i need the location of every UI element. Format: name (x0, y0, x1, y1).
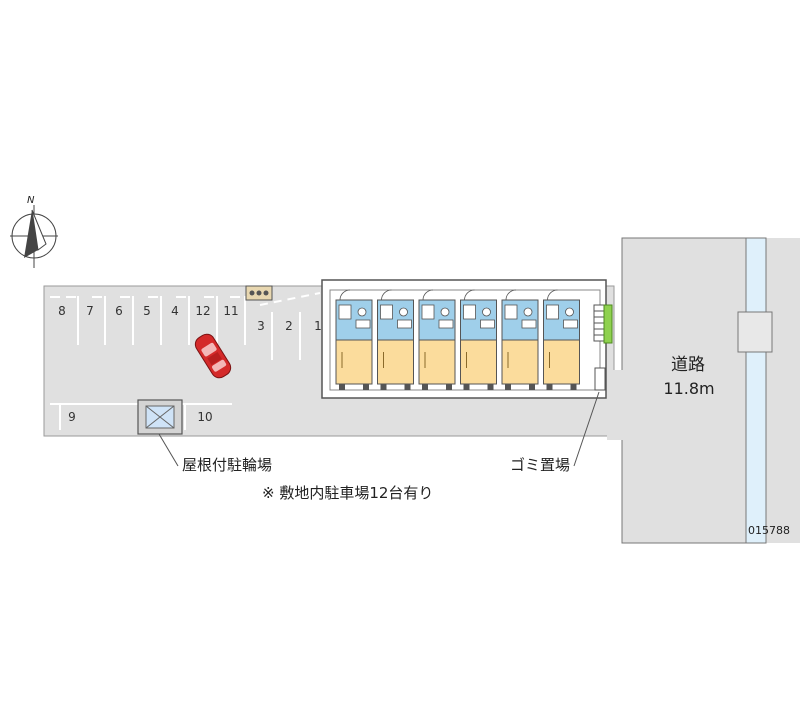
parking-space-4: 4 (171, 304, 179, 318)
balcony-post (380, 384, 387, 390)
apartment-units (335, 289, 580, 390)
balcony-post (463, 384, 470, 390)
garbage-area (594, 367, 606, 391)
living-room (377, 339, 414, 385)
living-room (418, 339, 456, 385)
covered-bicycle-parking (137, 399, 183, 435)
apartment-building (321, 279, 613, 399)
balcony-post (570, 384, 577, 390)
sidewalk (745, 237, 767, 544)
road-width-label: 11.8m (663, 379, 714, 398)
garbage-area-leader (573, 391, 600, 467)
kitchen-fixture (397, 319, 412, 329)
living-room (335, 339, 373, 385)
parking-space-2: 2 (285, 319, 293, 333)
road: 道路 11.8m (621, 237, 800, 544)
door-arc (339, 289, 351, 301)
door-arc (422, 289, 434, 301)
parking-note: ※ 敷地内駐車場12台有り (262, 484, 433, 502)
garbage-area-label: ゴミ置場 (510, 456, 570, 474)
door-arc (547, 289, 558, 301)
bath-fixture (463, 304, 476, 320)
bath-fixture (421, 304, 435, 320)
kitchen-fixture (438, 319, 454, 329)
balcony-post (404, 384, 411, 390)
apartment-unit (377, 289, 414, 390)
bicycle-rack-icon (245, 285, 273, 301)
parking-space-3: 3 (257, 319, 265, 333)
car-icon (194, 333, 232, 379)
balcony-post (446, 384, 452, 390)
kitchen-fixture (563, 319, 578, 329)
balcony-post (505, 384, 511, 390)
compass-needle (24, 210, 38, 258)
balcony-post (422, 384, 428, 390)
bicycle-parking-label: 屋根付駐輪場 (182, 456, 272, 474)
living-room (460, 339, 497, 385)
road-name-label: 道路 (671, 355, 705, 375)
bath-fixture (338, 304, 352, 320)
bath-fixture (546, 304, 559, 320)
apartment-unit (418, 289, 456, 390)
parking-space-11: 11 (223, 304, 238, 318)
parking-numbers: 8 7 6 5 4 12 11 3 2 1 9 10 (58, 304, 322, 424)
parking-space-9: 9 (68, 410, 76, 424)
toilet-fixture (482, 307, 491, 317)
parking-space-8: 8 (58, 304, 66, 318)
door-arc (464, 289, 475, 301)
living-room (543, 339, 580, 385)
parking-space-7: 7 (86, 304, 94, 318)
map-id: 015788 (748, 524, 790, 537)
parking-markings-top (50, 292, 321, 360)
door-arc (505, 289, 517, 301)
parking-space-5: 5 (143, 304, 151, 318)
greenery (603, 304, 613, 344)
parking-space-6: 6 (115, 304, 123, 318)
balcony-post (487, 384, 494, 390)
road-marker (737, 311, 773, 353)
toilet-fixture (399, 307, 408, 317)
toilet-fixture (440, 307, 450, 317)
balcony-post (529, 384, 535, 390)
parking-space-12: 12 (195, 304, 210, 318)
bicycle-parking-leader (158, 433, 179, 467)
compass-north-label: N (27, 195, 35, 206)
balcony-post (546, 384, 553, 390)
balcony-post (339, 384, 345, 390)
toilet-fixture (357, 307, 367, 317)
road-surface (622, 238, 800, 543)
parking-space-10: 10 (197, 410, 212, 424)
apartment-unit (501, 289, 539, 390)
compass: N (10, 195, 58, 268)
toilet-fixture (565, 307, 574, 317)
apartment-unit (335, 289, 373, 390)
bath-fixture (504, 304, 518, 320)
parking-space-1: 1 (314, 319, 322, 333)
leader-lines (158, 391, 600, 467)
living-room (501, 339, 539, 385)
apartment-unit (543, 289, 580, 390)
kitchen-fixture (480, 319, 495, 329)
apartment-unit (460, 289, 497, 390)
door-arc (381, 289, 392, 301)
kitchen-fixture (355, 319, 371, 329)
balcony-post (363, 384, 369, 390)
lot-entrance (607, 370, 623, 440)
bath-fixture (380, 304, 393, 320)
toilet-fixture (523, 307, 533, 317)
kitchen-fixture (521, 319, 537, 329)
